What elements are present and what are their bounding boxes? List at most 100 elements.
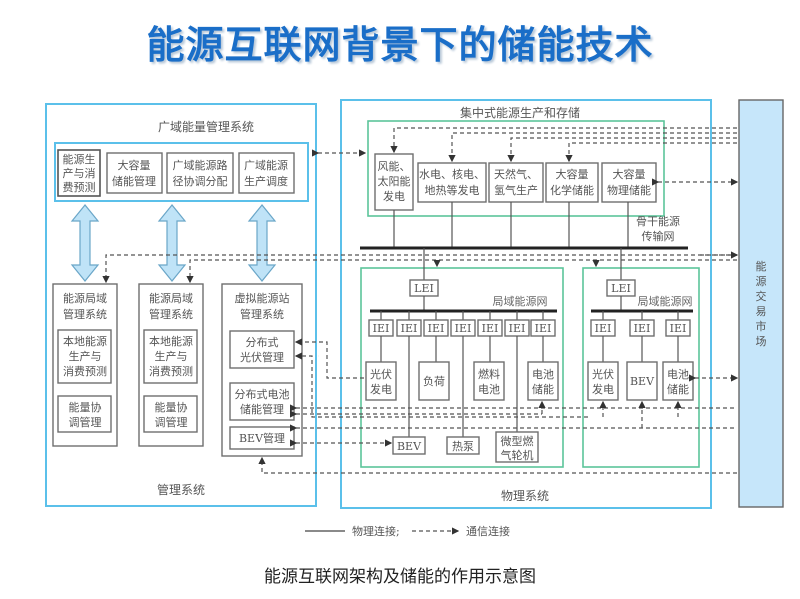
item-text: BEV — [630, 375, 655, 388]
battery-storage-management — [229, 382, 295, 421]
physical-system-frame — [340, 99, 712, 509]
local-ems-forecast — [143, 329, 198, 384]
item-text: 热泵 — [452, 440, 474, 453]
virtual-ems-title: 管理系统 — [240, 307, 284, 321]
pv-generation — [587, 361, 619, 401]
item-text: 天然气、 — [494, 167, 538, 181]
bidirectional-arrow-icon — [247, 204, 277, 282]
item-text: BEV管理 — [239, 431, 285, 445]
lei-label: LEI — [414, 282, 434, 295]
item-text: 电池 — [667, 368, 689, 381]
physical-storage — [601, 162, 657, 203]
wind-solar-generation — [374, 153, 414, 211]
item-text: 大容量 — [613, 167, 646, 181]
item-text: 太阳能 — [378, 174, 411, 188]
bev — [392, 436, 426, 455]
legend-physical-label: 物理连接; — [352, 524, 400, 538]
item-text: 能量协 — [69, 400, 102, 414]
item-text: 调管理 — [69, 415, 102, 429]
wa-item-storage — [106, 152, 163, 194]
local-ems-coordination — [57, 395, 112, 433]
local-ems-title: 管理系统 — [149, 307, 193, 321]
central-production-label: 集中式能源生产和存储 — [460, 105, 580, 120]
wa-item-routing — [166, 152, 234, 194]
item-text: 物理储能 — [607, 183, 651, 197]
item-text: 消费预测 — [149, 364, 193, 378]
item-text: 气轮机 — [501, 448, 534, 462]
wa-item-text: 生产调度 — [244, 174, 288, 188]
iei-label: IEI — [634, 322, 651, 335]
wa-item-text: 大容量 — [118, 158, 151, 172]
item-text: 大容量 — [556, 167, 589, 181]
item-text: 燃料 — [478, 367, 500, 381]
backbone-label: 骨干能源 — [636, 214, 680, 228]
wide-area-ems-frame — [54, 142, 309, 202]
item-text: 分布式电池 — [235, 388, 290, 401]
local-grid-label: 局域能源网 — [638, 294, 693, 308]
local-ems-title: 能源局域 — [63, 291, 107, 305]
item-text: 消费预测 — [63, 364, 107, 378]
item-text: 生产与 — [155, 349, 188, 363]
wa-item-text: 径协调分配 — [173, 174, 228, 188]
item-text: 储能管理 — [240, 402, 284, 416]
backbone-label: 传输网 — [642, 229, 675, 243]
pv-generation — [365, 361, 397, 401]
gas-hydrogen-production — [488, 162, 544, 203]
bidirectional-arrow-icon — [70, 204, 100, 282]
bev — [626, 361, 658, 401]
wa-item-text: 广域能源 — [244, 158, 288, 172]
item-text: 储能 — [667, 382, 689, 396]
central-production-frame — [367, 120, 665, 217]
item-text: 光伏 — [592, 367, 614, 381]
load — [418, 361, 450, 401]
item-text: 负荷 — [423, 374, 445, 388]
local-grid-label: 局域能源网 — [493, 294, 548, 308]
item-text: 光伏管理 — [240, 350, 284, 364]
energy-market-panel — [738, 99, 784, 508]
item-text: 储能 — [532, 382, 554, 396]
iei-label: IEI — [482, 322, 499, 335]
local-grid-1-frame — [360, 267, 564, 468]
virtual-ems-title: 虚拟能源站 — [235, 291, 290, 305]
item-text: 发电 — [592, 382, 614, 396]
local-ems-title: 管理系统 — [63, 307, 107, 321]
item-text: 本地能源 — [149, 334, 193, 348]
iei-label: IEI — [428, 322, 445, 335]
legend: 物理连接; 通信连接 — [305, 524, 510, 538]
page-title: 能源互联网背景下的储能技术 — [146, 23, 654, 67]
iei-label: IEI — [670, 322, 687, 335]
management-system-frame — [45, 103, 317, 507]
management-system-label: 管理系统 — [157, 482, 205, 497]
bidirectional-arrow-icon — [157, 204, 187, 282]
iei-label: IEI — [595, 322, 612, 335]
item-text: 风能、 — [378, 159, 411, 173]
item-text: BEV — [397, 440, 422, 453]
wa-item-forecast — [57, 149, 101, 197]
item-text: 微型燃 — [501, 434, 534, 448]
local-ems-title: 能源局域 — [149, 291, 193, 305]
local-grid-2-frame — [582, 267, 700, 468]
micro-gas-turbine — [495, 431, 539, 463]
item-text: 水电、核电、 — [419, 167, 485, 181]
physical-system-label: 物理系统 — [501, 489, 549, 503]
iei-label: IEI — [401, 322, 418, 335]
hydro-nuclear-generation — [417, 162, 487, 203]
fuel-cell — [473, 361, 505, 401]
pv-management — [229, 330, 295, 369]
iei-label: IEI — [373, 322, 390, 335]
item-text: 电池 — [532, 368, 554, 381]
iei-label: IEI — [455, 322, 472, 335]
lei-label: LEI — [611, 282, 631, 295]
item-text: 地热等发电 — [425, 183, 480, 197]
item-text: 能量协 — [155, 400, 188, 414]
wa-item-dispatch — [238, 152, 295, 194]
local-ems-forecast — [57, 329, 112, 384]
item-text: 化学储能 — [550, 183, 594, 197]
iei-label: IEI — [535, 322, 552, 335]
wa-item-text: 储能管理 — [112, 174, 156, 188]
battery-storage — [527, 361, 559, 401]
communication-links — [102, 127, 739, 474]
wa-item-text: 产与消 — [63, 166, 96, 180]
item-text: 分布式 — [246, 336, 279, 349]
